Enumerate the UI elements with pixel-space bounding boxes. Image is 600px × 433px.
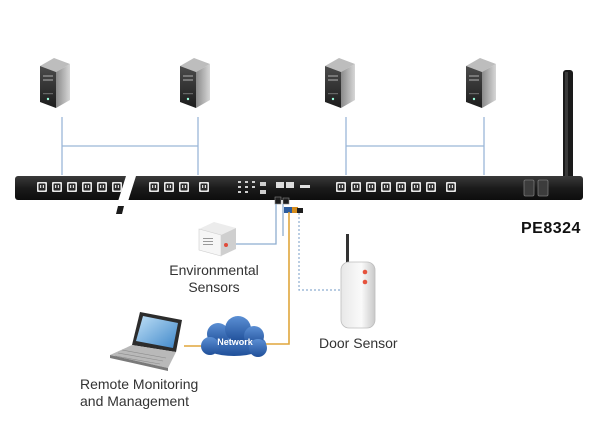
- server-tower-icon: [325, 58, 355, 108]
- environmental-sensors-label: Environmental Sensors: [150, 262, 278, 296]
- environment-sensor-icon: [198, 222, 236, 257]
- remote-monitoring-label: Remote Monitoring and Management: [80, 376, 198, 410]
- door-sensor-label: Door Sensor: [319, 335, 398, 351]
- remote-monitoring-line-1: Remote Monitoring: [80, 376, 199, 392]
- network-label: Network: [217, 337, 254, 347]
- environmental-sensors-line-2: Sensors: [188, 279, 240, 295]
- remote-monitoring-line-2: and Management: [80, 393, 189, 409]
- server-connections: [61, 117, 485, 175]
- pdu-icon: [15, 176, 583, 214]
- network-cloud-icon: Network: [201, 316, 267, 357]
- environmental-sensors-line-1: Environmental: [169, 262, 259, 278]
- model-label: PE8324: [521, 220, 581, 237]
- door-sensor-link: [298, 213, 344, 291]
- door-sensor-icon: [340, 234, 376, 329]
- server-tower-icon: [40, 58, 70, 108]
- laptop-icon: [110, 312, 182, 371]
- environmental-sensor-link: [232, 204, 284, 245]
- server-tower-icon: [466, 58, 496, 108]
- server-tower-icon: [180, 58, 210, 108]
